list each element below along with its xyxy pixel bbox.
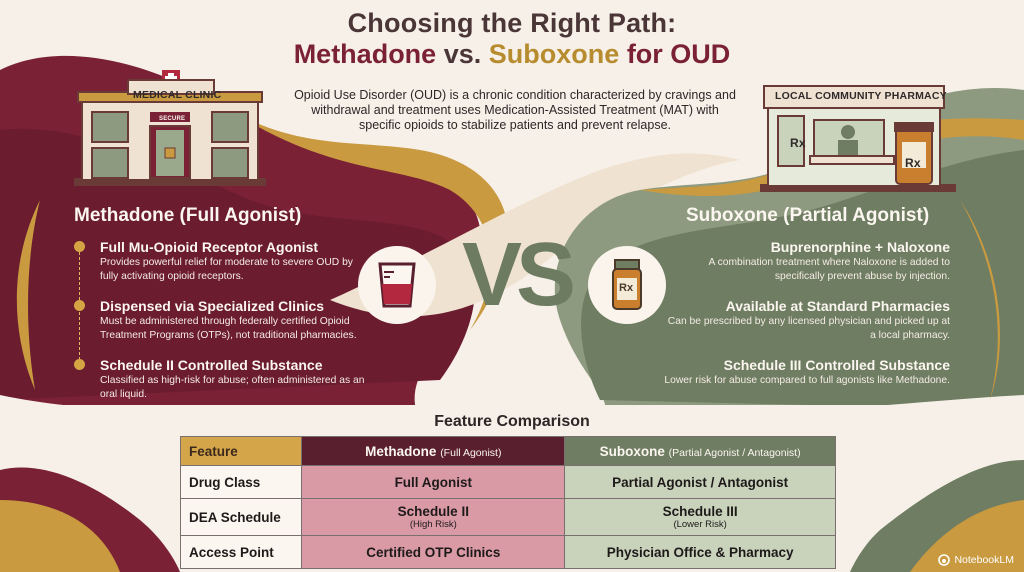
suboxone-item: Schedule III Controlled Substance Lower …	[660, 356, 950, 388]
cell-suboxone: Schedule III (Lower Risk)	[564, 498, 836, 536]
intro-text: Opioid Use Disorder (OUD) is a chronic c…	[294, 88, 736, 132]
header-suboxone-label: Suboxone	[599, 443, 665, 459]
cell-feature: DEA Schedule	[179, 498, 303, 536]
suboxone-item-text: A combination treatment where Naloxone i…	[708, 257, 950, 282]
vs-label: VS	[462, 230, 576, 320]
suboxone-item-heading: Buprenorphine + Naloxone	[770, 239, 950, 255]
title-vs: vs.	[443, 39, 482, 69]
comparison-table: Feature Methadone (Full Agonist) Suboxon…	[179, 436, 836, 569]
methadone-item: Schedule II Controlled Substance Classif…	[74, 356, 374, 401]
table-row: DEA Schedule Schedule II (High Risk) Sch…	[179, 498, 836, 536]
methadone-item-heading: Full Mu-Opioid Receptor Agonist	[100, 239, 319, 255]
cell-methadone: Full Agonist	[301, 465, 566, 499]
table-title: Feature Comparison	[434, 413, 590, 430]
page-title-line1: Choosing the Right Path:	[347, 8, 677, 38]
suboxone-item: Buprenorphine + Naloxone A combination t…	[660, 238, 950, 283]
vs-text: VS	[462, 225, 576, 325]
cell-methadone-value: Schedule II	[397, 504, 469, 519]
suboxone-section-title: Suboxone (Partial Agonist)	[686, 205, 930, 226]
medical-clinic-illustration	[74, 70, 266, 186]
cell-suboxone: Partial Agonist / Antagonist	[564, 465, 836, 499]
methadone-section-title: Methadone (Full Agonist)	[74, 205, 302, 226]
page-title-line2: Methadone vs. Suboxone for OUD	[0, 39, 1024, 70]
methadone-item-text: Must be administered through federally c…	[100, 316, 357, 341]
suboxone-item-text: Can be prescribed by any licensed physic…	[667, 316, 950, 341]
suboxone-item-heading: Available at Standard Pharmacies	[725, 298, 950, 314]
methadone-item-text: Provides powerful relief for moderate to…	[100, 257, 353, 282]
medicine-cup-icon-circle	[358, 246, 436, 324]
pharmacy-illustration	[760, 85, 956, 192]
cell-feature: Drug Class	[179, 465, 303, 499]
cell-suboxone-value: Schedule III	[662, 504, 738, 519]
bullet-dot-icon	[74, 359, 85, 370]
table-row: Access Point Certified OTP Clinics Physi…	[179, 535, 836, 569]
notebooklm-brand: NotebookLM	[938, 554, 1014, 566]
methadone-item: Full Mu-Opioid Receptor Agonist Provides…	[74, 238, 374, 283]
header-methadone: Methadone (Full Agonist)	[301, 436, 566, 466]
title-suboxone: Suboxone	[488, 39, 620, 69]
pill-bottle-rx-label: Rx	[619, 282, 634, 294]
methadone-list: Full Mu-Opioid Receptor Agonist Provides…	[74, 238, 374, 415]
medicine-cup-icon	[378, 262, 416, 308]
header-feature: Feature	[179, 436, 303, 466]
suboxone-item-heading: Schedule III Controlled Substance	[723, 357, 950, 373]
pharmacy-rx-label: Rx	[790, 136, 806, 150]
header-suboxone: Suboxone (Partial Agonist / Antagonist)	[564, 436, 836, 466]
methadone-item-text: Classified as high-risk for abuse; often…	[100, 375, 365, 400]
bullet-dot-icon	[74, 241, 85, 252]
methadone-item: Dispensed via Specialized Clinics Must b…	[74, 297, 374, 342]
methadone-timeline-line	[79, 252, 81, 370]
medical-clinic-sign: MEDICAL CLINIC	[133, 89, 222, 101]
notebooklm-logo-icon	[938, 554, 951, 566]
table-header-row: Feature Methadone (Full Agonist) Suboxon…	[179, 436, 836, 466]
pharmacy-sign: LOCAL COMMUNITY PHARMACY	[775, 90, 947, 102]
bullet-dot-icon	[74, 300, 85, 311]
suboxone-list: Buprenorphine + Naloxone A combination t…	[660, 238, 950, 402]
secure-door-sign: SECURE	[159, 116, 186, 122]
cell-methadone-note: (High Risk)	[409, 519, 457, 530]
pill-bottle-icon-circle: Rx	[588, 246, 666, 324]
suboxone-item-text: Lower risk for abuse compared to full ag…	[664, 375, 950, 386]
header-methadone-label: Methadone	[365, 443, 437, 459]
suboxone-item: Available at Standard Pharmacies Can be …	[660, 297, 950, 342]
title-for-oud: for OUD	[626, 39, 731, 69]
title-block: Choosing the Right Path: Methadone vs. S…	[0, 8, 1024, 70]
header-suboxone-sub: (Partial Agonist / Antagonist)	[668, 446, 801, 459]
pharmacy-bottle-rx-label: Rx	[905, 156, 921, 170]
methadone-item-heading: Schedule II Controlled Substance	[100, 357, 323, 373]
cell-suboxone: Physician Office & Pharmacy	[564, 535, 836, 569]
table-row: Drug Class Full Agonist Partial Agonist …	[179, 465, 836, 499]
pill-bottle-icon	[612, 259, 642, 310]
cell-suboxone-note: (Lower Risk)	[673, 519, 727, 530]
methadone-item-heading: Dispensed via Specialized Clinics	[100, 298, 325, 314]
cell-methadone: Schedule II (High Risk)	[301, 498, 566, 536]
cell-methadone: Certified OTP Clinics	[301, 535, 566, 569]
cell-feature: Access Point	[179, 535, 303, 569]
title-methadone: Methadone	[293, 39, 437, 69]
brand-label: NotebookLM	[954, 554, 1014, 566]
header-methadone-sub: (Full Agonist)	[440, 446, 502, 459]
